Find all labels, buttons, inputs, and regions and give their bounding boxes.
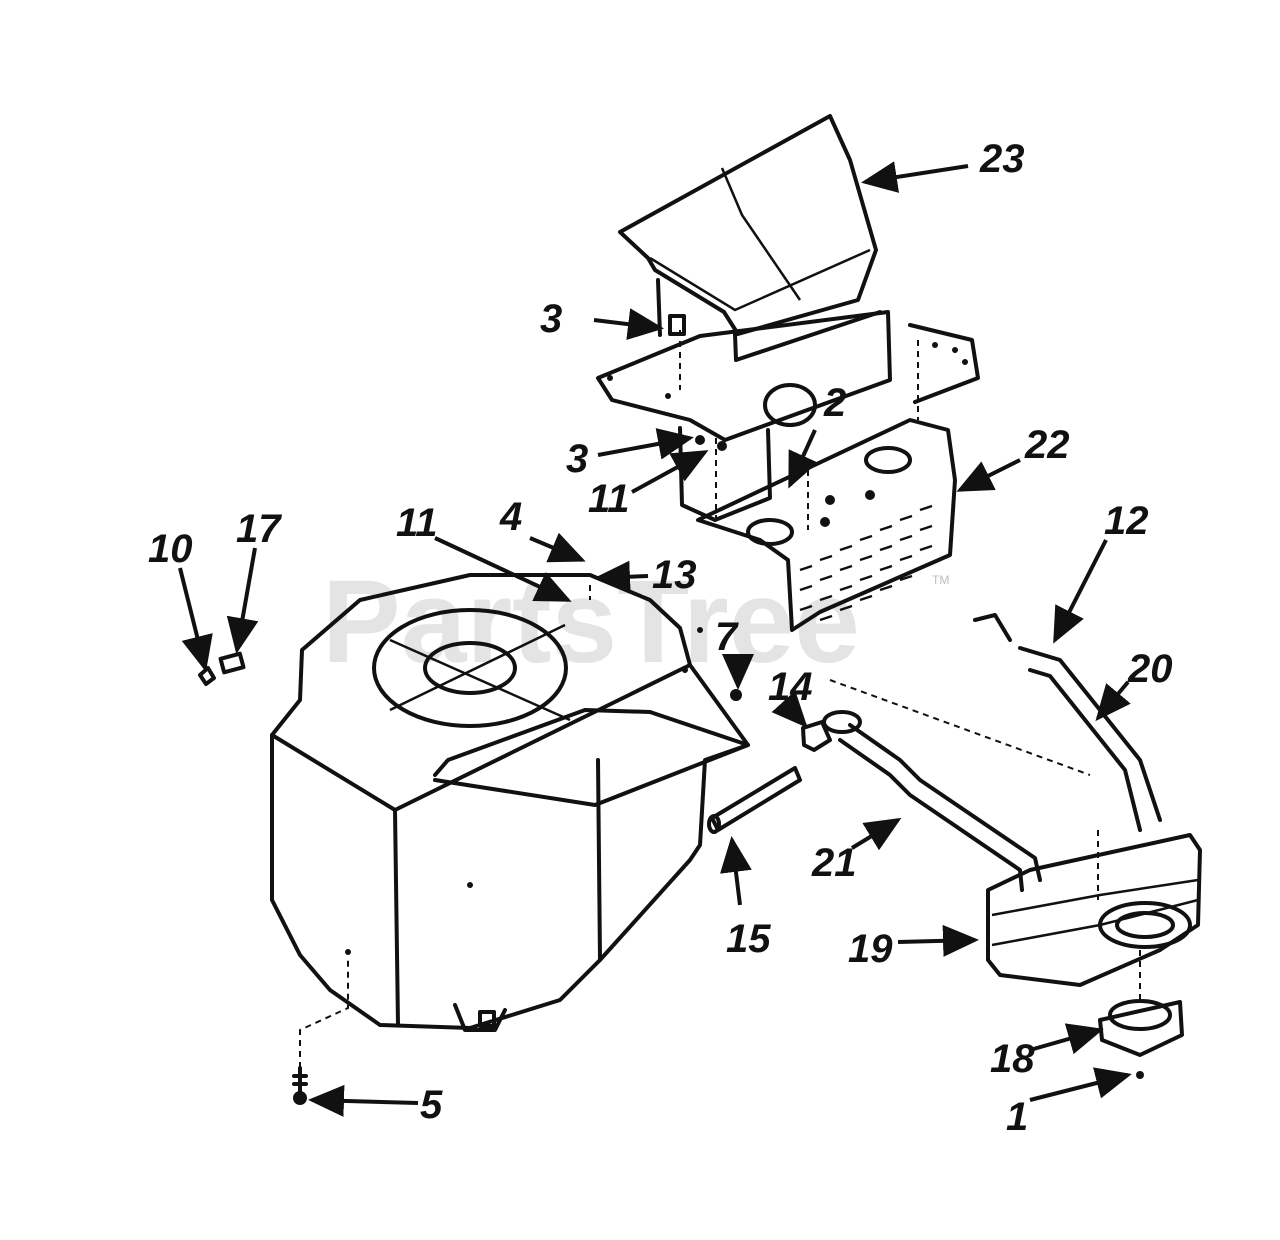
callout-3-lower: 3: [566, 437, 588, 481]
callout-4: 4: [499, 495, 522, 539]
callout-23: 23: [979, 137, 1025, 181]
callout-3-upper: 3: [540, 297, 562, 341]
callout-14: 14: [768, 665, 813, 709]
callout-11-lower: 11: [396, 501, 438, 545]
callout-5: 5: [420, 1083, 443, 1127]
part-23-shroud: [618, 114, 882, 362]
watermark-tm: TM: [932, 573, 949, 587]
callout-20: 20: [1127, 647, 1173, 691]
callout-2: 2: [823, 381, 846, 425]
part-15-tube: [707, 766, 802, 834]
callout-21: 21: [811, 841, 857, 885]
part-19-muffler: [986, 830, 1202, 987]
alignment-lines: [589, 330, 1091, 776]
part-7-nut: [730, 689, 742, 701]
part-14-nut: [801, 720, 832, 752]
callout-18: 18: [990, 1037, 1035, 1081]
callout-12: 12: [1104, 499, 1149, 543]
callout-labels: 23 3 3 11 2 22 11 4 13 10 17 7 14 12 20 …: [148, 137, 1173, 1139]
engine-housing: [270, 573, 750, 1032]
callout-13: 13: [652, 553, 697, 597]
part-5-bolt: [292, 960, 349, 1105]
callout-7: 7: [715, 615, 739, 659]
callout-1: 1: [1006, 1095, 1028, 1139]
part-10-17-small: [198, 651, 246, 686]
callout-17: 17: [236, 507, 282, 551]
callout-10: 10: [148, 527, 193, 571]
callout-arrows: [178, 161, 1132, 1117]
callout-19: 19: [848, 927, 893, 971]
part-22-heat-shield: [696, 418, 957, 632]
callout-15: 15: [726, 917, 771, 961]
callout-11-upper: 11: [588, 477, 630, 521]
callout-22: 22: [1024, 423, 1070, 467]
part-21-exhaust-pipe: [822, 710, 1042, 892]
